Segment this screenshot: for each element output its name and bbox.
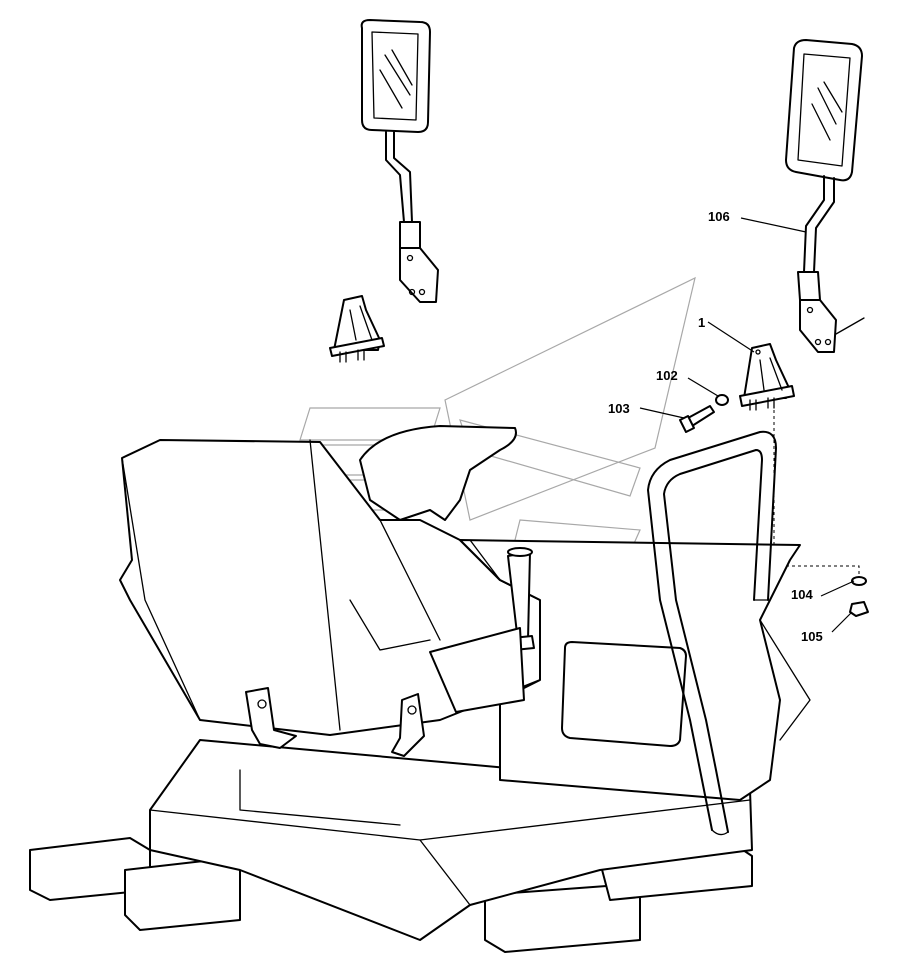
right-bracket <box>739 343 795 411</box>
callout-102: 102 <box>656 368 678 383</box>
right-mirror <box>785 39 865 353</box>
callout-1: 1 <box>698 315 705 330</box>
left-mirror <box>360 19 439 303</box>
callout-105: 105 <box>801 629 823 644</box>
leader-lines <box>639 217 855 633</box>
callout-103: 103 <box>608 401 630 416</box>
nut-105 <box>849 601 869 617</box>
callout-106: 106 <box>708 209 730 224</box>
washer-104 <box>851 576 867 586</box>
machine-body <box>29 425 811 953</box>
bolt-103 <box>679 405 715 433</box>
washer-102 <box>715 394 729 406</box>
handrail <box>647 430 777 836</box>
left-bracket <box>329 295 385 363</box>
callout-104: 104 <box>791 587 813 602</box>
